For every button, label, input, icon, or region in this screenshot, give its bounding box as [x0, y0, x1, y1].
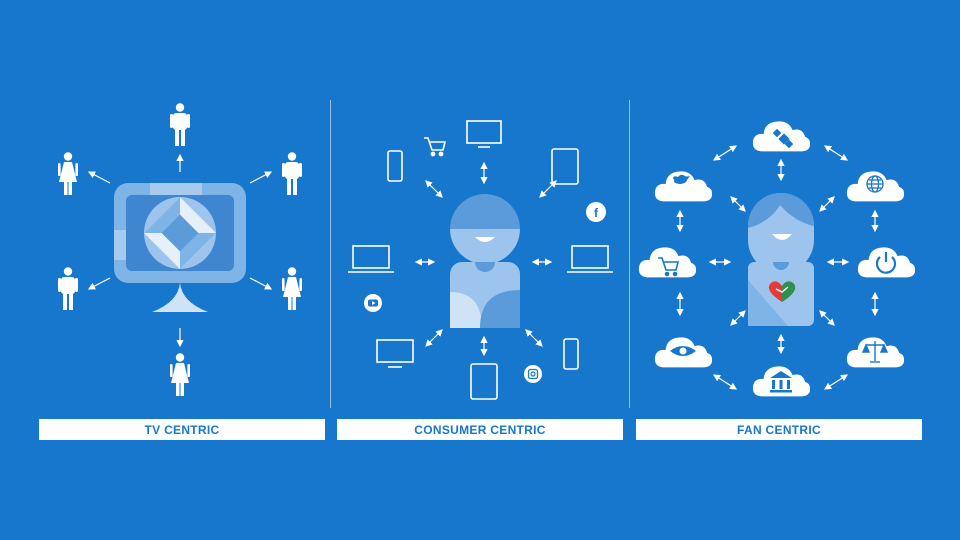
person-female-icon [170, 353, 190, 396]
monitor-icon [376, 339, 414, 368]
cart-icon [424, 137, 447, 157]
person-male-icon [170, 103, 190, 146]
person-female-icon [58, 152, 78, 195]
consumer-centric-panel: f [330, 0, 630, 410]
eye-icon [670, 346, 696, 356]
globe-icon [866, 175, 884, 193]
twitter-icon [673, 174, 690, 184]
bank-icon [770, 371, 792, 393]
person-male-icon [282, 152, 302, 195]
consumer-centric-label: CONSUMER CENTRIC [337, 419, 623, 440]
tv-centric-diagram [58, 103, 302, 396]
tv-centric-panel [0, 0, 330, 410]
scales-icon [861, 341, 889, 363]
heart-icon [768, 281, 796, 302]
panel-divider [330, 100, 331, 408]
panel-divider [629, 100, 630, 408]
arrow-icon [87, 153, 273, 348]
consumer-avatar-icon [450, 194, 520, 328]
tv-centric-label: TV CENTRIC [39, 419, 325, 440]
tablet-icon [470, 363, 498, 400]
person-female-icon [282, 267, 302, 310]
cart-icon [658, 257, 680, 277]
laptop-icon [567, 245, 613, 273]
facebook-icon: f [586, 202, 606, 222]
instagram-icon [524, 365, 542, 383]
fan-centric-panel [630, 0, 960, 410]
smartphone-icon [387, 150, 403, 182]
person-male-icon [58, 267, 78, 310]
fan-centric-label: FAN CENTRIC [636, 419, 922, 440]
smartphone-icon [563, 338, 579, 370]
arrow-icon [676, 145, 879, 390]
consumer-centric-diagram: f [348, 120, 613, 400]
fan-centric-diagram [638, 121, 915, 397]
svg-text:f: f [594, 206, 599, 220]
tv-icon [114, 183, 246, 312]
youtube-icon [364, 294, 382, 312]
laptop-icon [348, 245, 394, 273]
arrow-icon [414, 161, 557, 357]
fan-avatar-icon [748, 193, 814, 326]
power-icon [875, 252, 897, 274]
monitor-icon [466, 120, 502, 148]
tablet-icon [551, 148, 579, 185]
